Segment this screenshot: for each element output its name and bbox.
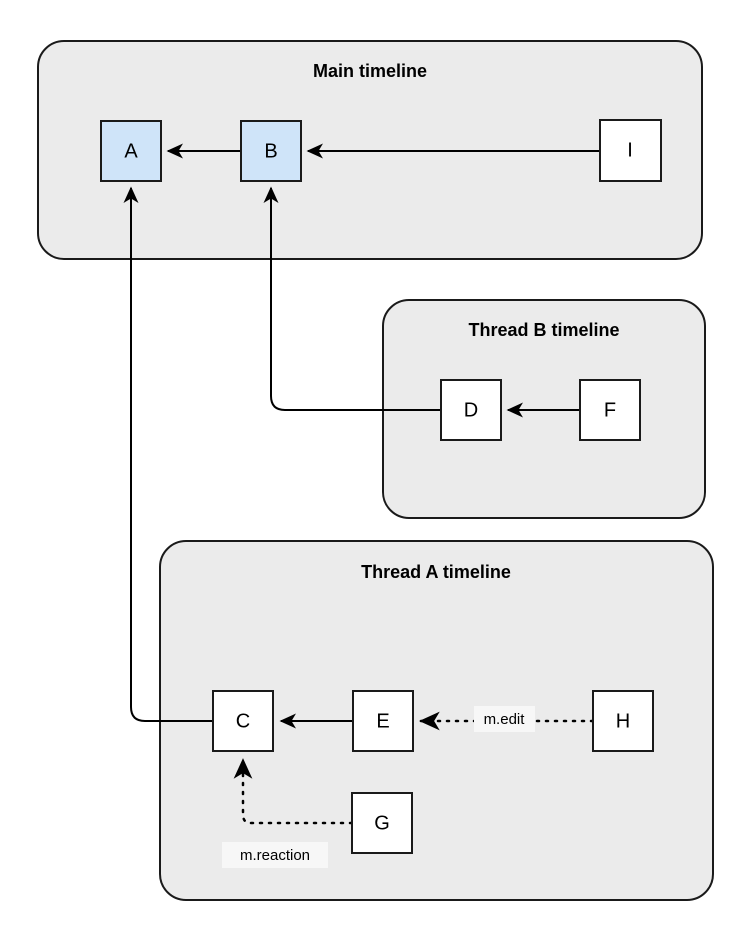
node-F-box [579,379,641,441]
node-E[interactable]: E [352,690,414,752]
node-D-box [440,379,502,441]
node-A-box [100,120,162,182]
node-B[interactable]: B [240,120,302,182]
node-C-label: C [236,710,250,732]
node-A[interactable]: A [100,120,162,182]
node-D-label: D [464,399,478,421]
edge-g-to-c[interactable] [233,758,354,825]
edge-label-m-edit-bg [474,706,535,732]
node-F-label: F [604,399,616,421]
node-E-box [352,690,414,752]
node-G-box [351,792,413,854]
edge-label-m-reaction: m.reaction [222,842,328,868]
node-A-label: A [124,140,138,162]
edge-label-m-reaction-bg [222,842,328,868]
node-B-box [240,120,302,182]
edge-label-m-edit: m.edit [474,706,535,732]
node-C[interactable]: C [212,690,274,752]
node-D[interactable]: D [440,379,502,441]
node-C-box [212,690,274,752]
node-F[interactable]: F [579,379,641,441]
node-I[interactable]: I [599,119,662,182]
node-I-label: I [627,139,633,161]
node-I-box [599,119,662,182]
node-G-label: G [374,812,390,834]
node-H-box [592,690,654,752]
panel-thread-a-title: Thread A timeline [361,562,511,582]
node-G[interactable]: G [351,792,413,854]
panel-thread-b-title: Thread B timeline [468,320,619,340]
edge-label-m-edit-text: m.edit [484,711,526,728]
edge-label-m-reaction-text: m.reaction [240,847,310,864]
node-H[interactable]: H [592,690,654,752]
edge-d-to-b[interactable] [263,186,441,411]
node-B-label: B [264,140,277,162]
node-E-label: E [376,710,389,732]
edge-c-to-a[interactable] [123,186,213,722]
node-H-label: H [616,710,630,732]
panel-main-title: Main timeline [313,61,427,81]
